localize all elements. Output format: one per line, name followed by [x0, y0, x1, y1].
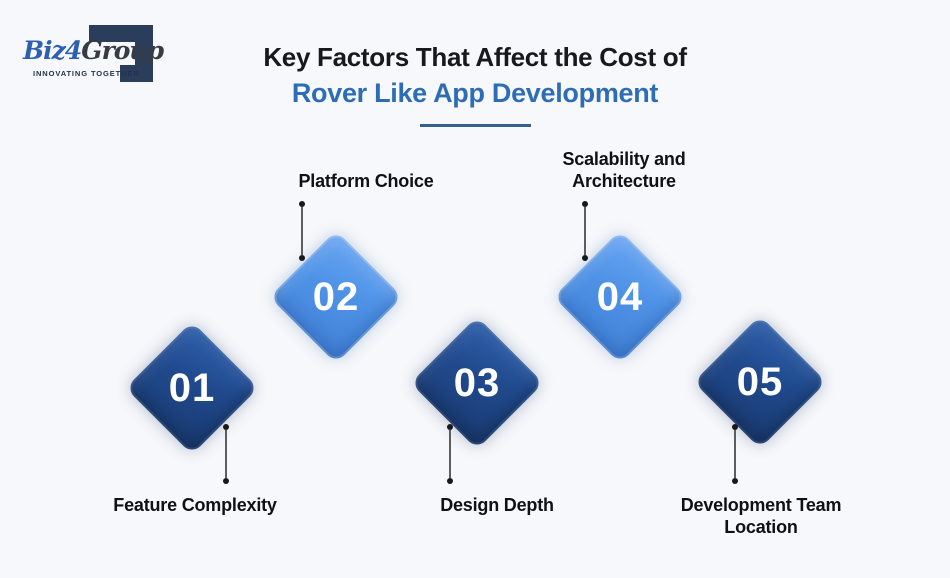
connector-dot	[732, 478, 738, 484]
connector-03	[446, 424, 454, 484]
connector-dot	[299, 201, 305, 207]
connector-dot	[447, 478, 453, 484]
logo: Biz4Group INNOVATING TOGETHER	[20, 12, 180, 92]
title-underline	[419, 124, 531, 127]
factor-diamond-04: 04	[553, 230, 687, 364]
factor-label-scalability-architecture: Scalability and Architecture	[562, 149, 686, 191]
factor-diamond-02: 02	[269, 230, 403, 364]
connector-dot	[582, 255, 588, 261]
factor-label-development-team-location: Development Team Location	[680, 495, 842, 537]
factor-label-feature-complexity: Feature Complexity	[113, 495, 277, 515]
connector-dot	[447, 424, 453, 430]
connector-line	[301, 207, 303, 255]
connector-dot	[223, 478, 229, 484]
factor-number-02: 02	[312, 274, 360, 319]
logo-brand-group: Group	[81, 36, 164, 65]
connector-04	[581, 201, 589, 261]
logo-brand-biz: Biz	[23, 36, 66, 65]
title-line1: Key Factors That Affect the Cost of	[263, 42, 687, 72]
factor-diamond-05: 05	[693, 315, 827, 449]
connector-dot	[582, 201, 588, 207]
connector-line	[449, 430, 451, 478]
factor-number-04: 04	[596, 274, 644, 319]
logo-brand-4: 4	[64, 36, 82, 65]
factor-label-platform-choice: Platform Choice	[298, 171, 434, 191]
connector-dot	[299, 255, 305, 261]
factor-label-design-depth: Design Depth	[440, 495, 554, 515]
connector-02	[298, 201, 306, 261]
factor-number-03: 03	[453, 360, 501, 405]
connector-05	[731, 424, 739, 484]
connector-line	[225, 430, 227, 478]
connector-line	[734, 430, 736, 478]
connector-dot	[732, 424, 738, 430]
logo-bracket-shape	[120, 65, 153, 82]
logo-brand: Biz4Group	[23, 36, 164, 65]
connector-line	[584, 207, 586, 255]
factor-diamond-01: 01	[125, 321, 259, 455]
factor-number-05: 05	[736, 359, 784, 404]
title-block: Key Factors That Affect the Cost of Rove…	[0, 42, 950, 127]
factor-diamond-03: 03	[410, 316, 544, 450]
connector-dot	[223, 424, 229, 430]
factor-number-01: 01	[168, 365, 216, 410]
logo-tagline: INNOVATING TOGETHER	[33, 69, 140, 78]
connector-01	[222, 424, 230, 484]
title-line2: Rover Like App Development	[291, 78, 659, 108]
